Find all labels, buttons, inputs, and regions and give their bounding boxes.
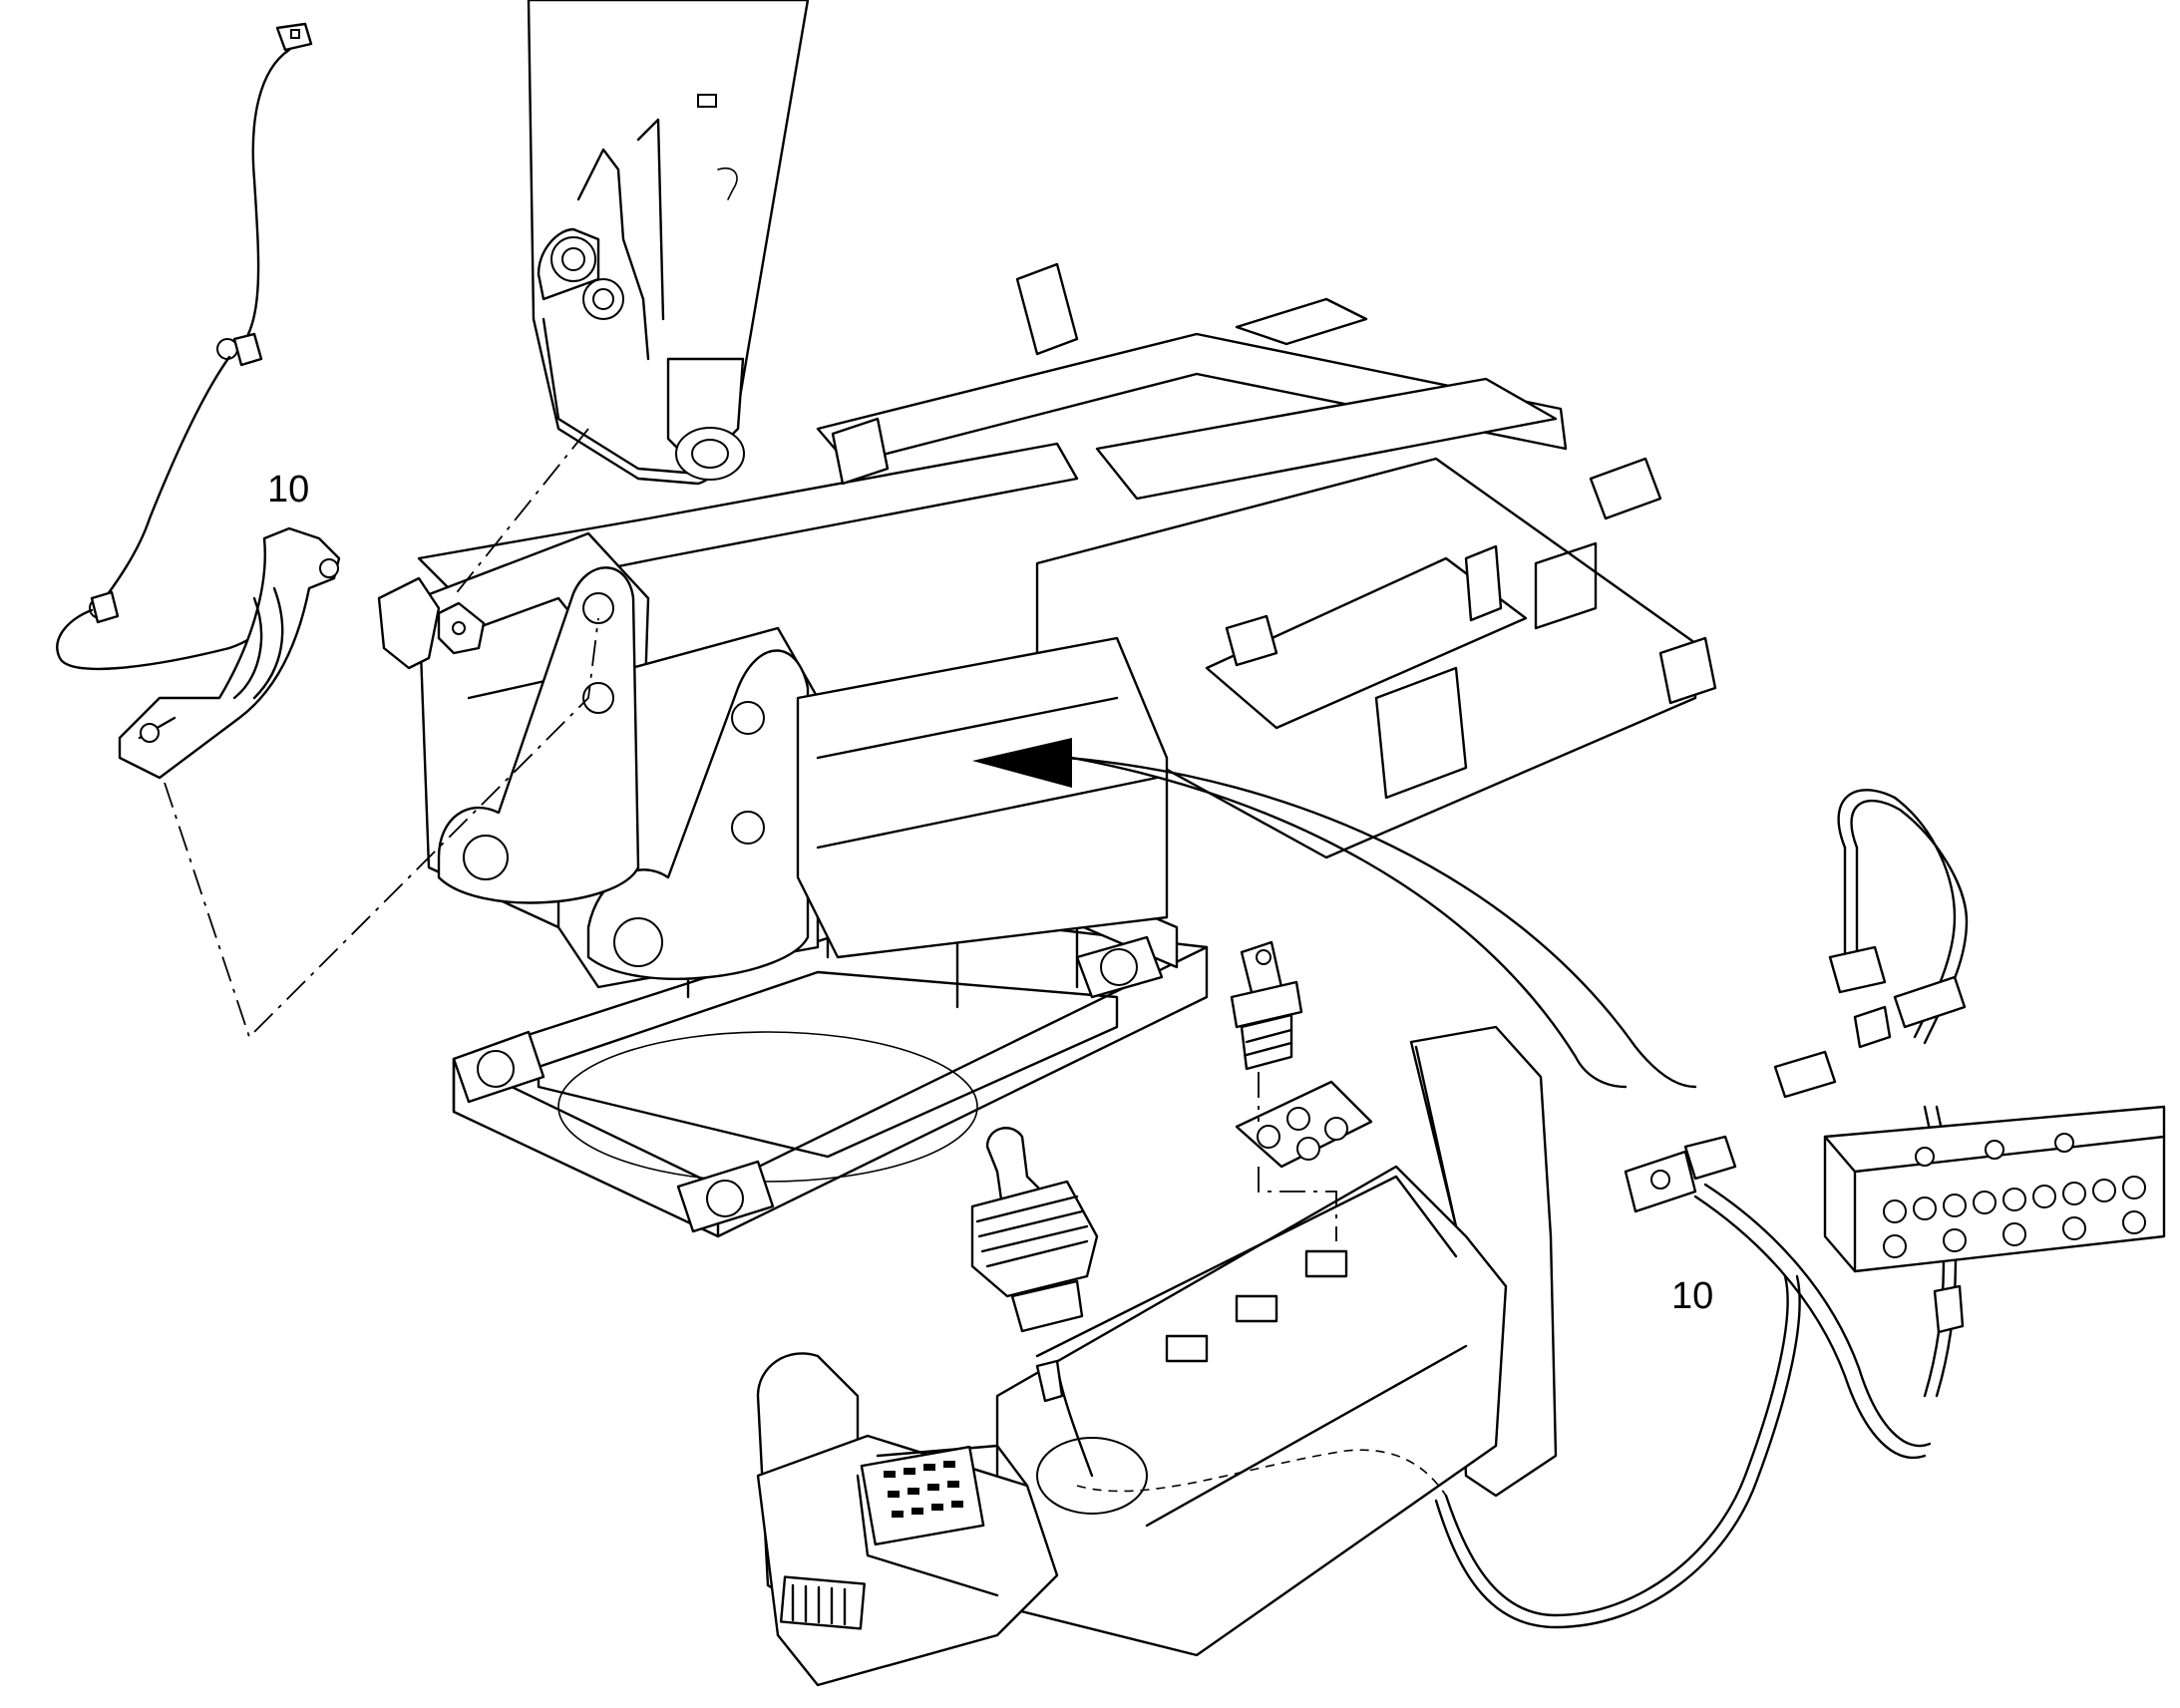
- operator-console: [756, 1025, 1558, 1687]
- boom-arm: [527, 0, 810, 486]
- upper-frame: [417, 262, 1717, 989]
- detail-arrow: [972, 738, 1697, 1089]
- callout-number-left: 10: [267, 469, 310, 511]
- callout-number-right: 10: [1671, 1275, 1714, 1317]
- proximity-sensor: [377, 576, 486, 670]
- leader-lines: [164, 428, 1337, 1241]
- key-switch: [1230, 940, 1303, 1071]
- joystick: [970, 1127, 1099, 1333]
- mounting-bracket: [118, 526, 341, 780]
- hydraulic-hoses: [1434, 789, 1969, 1629]
- valve-block: [1823, 1105, 2166, 1273]
- console-keypad: [884, 1461, 963, 1518]
- switch-plate: [1235, 1080, 1373, 1169]
